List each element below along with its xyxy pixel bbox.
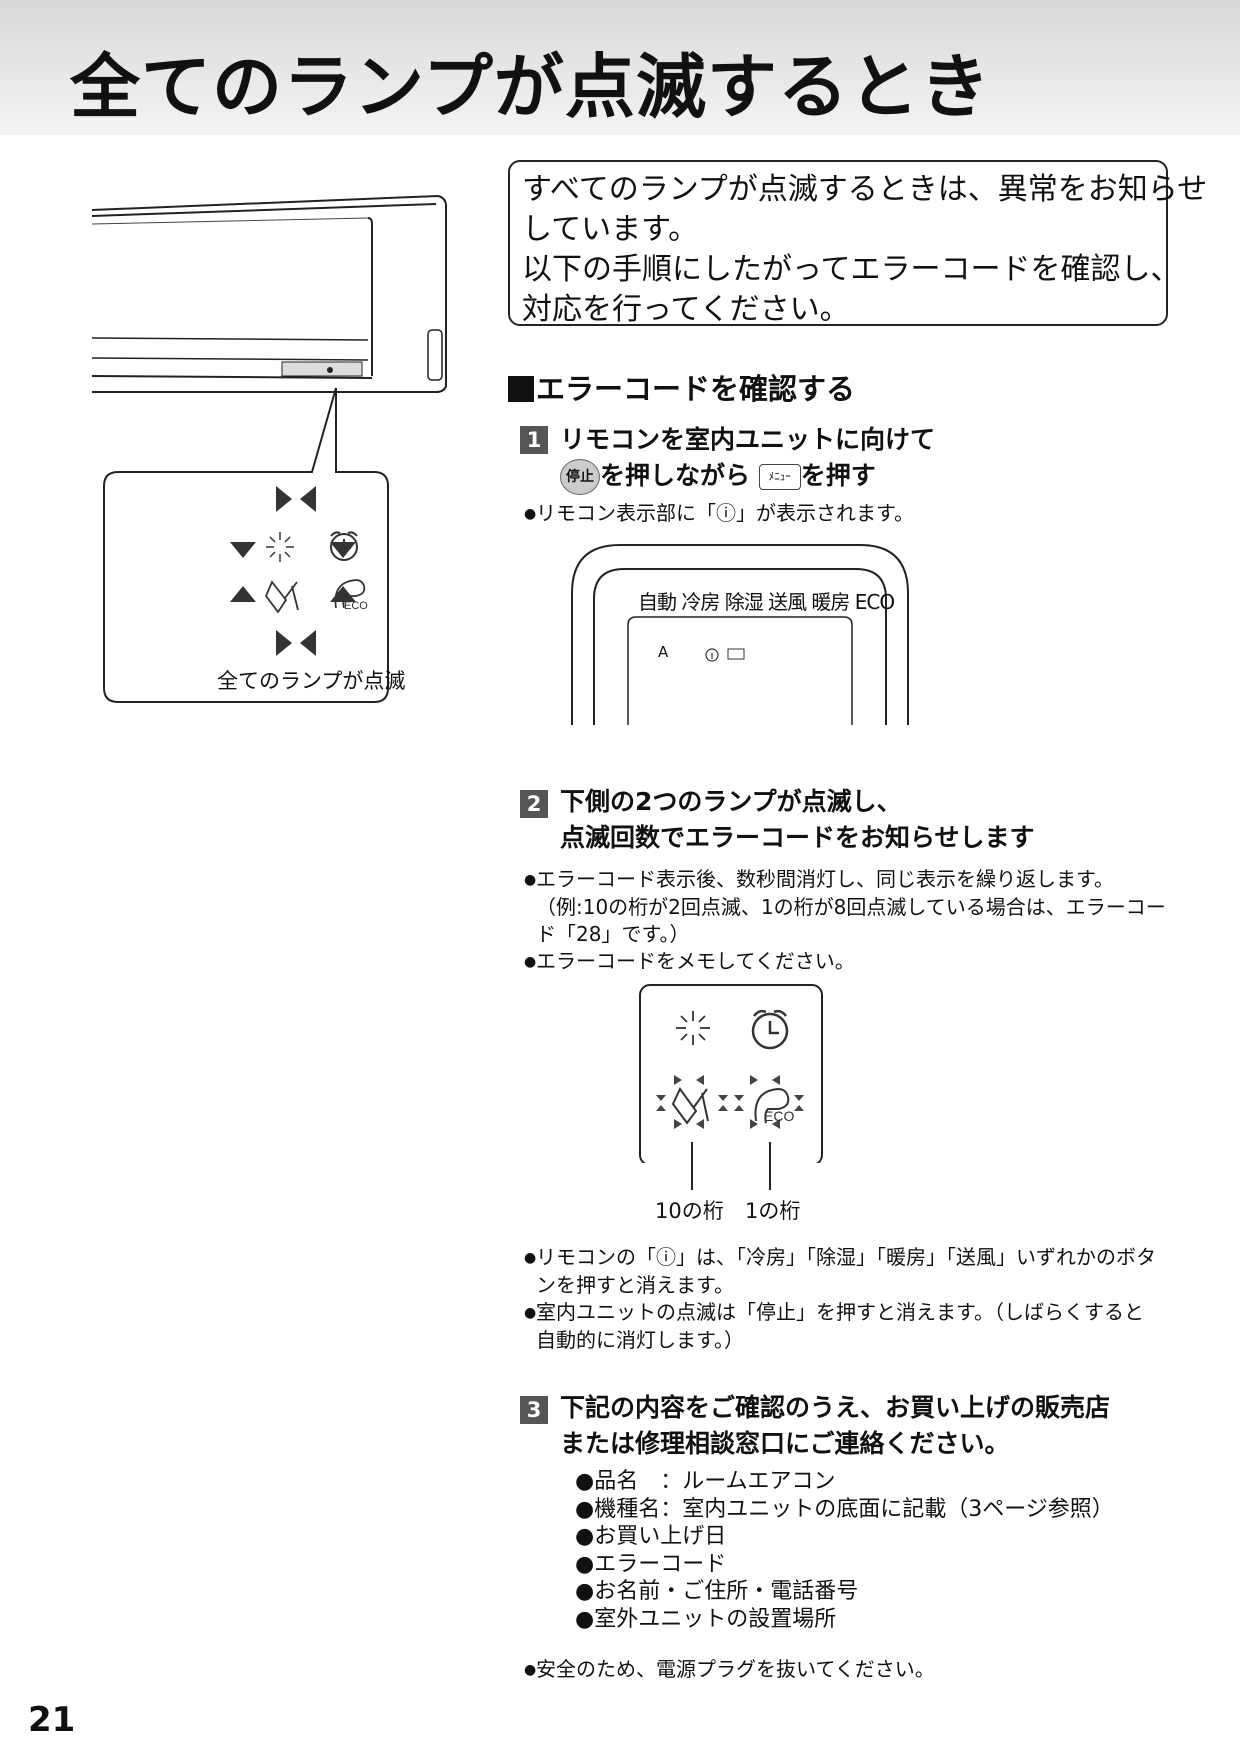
intro-box: すべてのランプが点滅するときは、異常をお知らせ しています。 以下の手順にしたが… [508, 160, 1207, 327]
contact-checklist: ●品名 ：ルームエアコン ●機種名：室内ユニットの底面に記載（3ページ参照） ●… [575, 1468, 1114, 1633]
step-3-text: 下記の内容をご確認のうえ、お買い上げの販売店 または修理相談窓口にご連絡ください… [560, 1393, 1111, 1458]
list-item: ●室外ユニットの設置場所 [575, 1606, 837, 1632]
step-2-number: 2 [520, 790, 548, 818]
safety-note: ●安全のため、電源プラグを抜いてください。 [524, 1657, 935, 1681]
remote-mode-labels: 自動 冷房 除湿 送風 暖房 ECO [638, 590, 895, 614]
indoor-unit-illustration: ECO [91, 194, 447, 703]
digit-pointer-lines [691, 1142, 771, 1190]
header-band [0, 0, 1240, 135]
section-title: エラーコードを確認する [508, 366, 855, 408]
label-ones-digit: 1の桁 [745, 1199, 801, 1223]
step-1-note: ●リモコン表示部に「ⓘ」が表示されます。 [524, 501, 914, 525]
list-item: ●お名前・ご住所・電話番号 [575, 1579, 859, 1604]
list-item: ●お買い上げ日 [575, 1524, 727, 1549]
page-number: 21 [28, 1700, 76, 1740]
lamp-panel-illustration: ECO [639, 984, 823, 1163]
page-title: 全てのランプが点滅するとき [70, 46, 991, 128]
list-item: ●品名 ：ルームエアコン [575, 1469, 836, 1494]
step-2-text: 下側の2つのランプが点滅し、 点滅回数でエラーコードをお知らせします [560, 787, 1035, 852]
label-tens-digit: 10の桁 [655, 1199, 724, 1223]
step-2-notes: ●エラーコード表示後、数秒間消灯し、同じ表示を繰り返します。 （例:10の桁が2… [524, 867, 1166, 973]
remote-indicator: A [658, 643, 669, 661]
eco-label: ECO [344, 600, 368, 612]
step-3-number: 3 [520, 1396, 548, 1424]
step-2-extra-notes: ●リモコンの「ⓘ」は、「冷房」「除湿」「暖房」「送風」いずれかのボタ ンを押すと… [524, 1245, 1156, 1352]
menu-button-icon: ﾒﾆｭｰ [758, 464, 801, 490]
list-item: ●機種名：室内ユニットの底面に記載（3ページ参照） [575, 1496, 1114, 1522]
list-item: ●エラーコード [575, 1551, 727, 1577]
eco-label-2: ECO [764, 1108, 794, 1124]
step-1-text: リモコンを室内ユニットに向けて 停止を押しながら ﾒﾆｭｰを押す [560, 422, 935, 495]
stop-button-icon: 停止 [560, 459, 600, 495]
remote-display-illustration [571, 544, 909, 725]
step-1-number: 1 [520, 426, 548, 454]
square-bullet-icon [508, 376, 534, 402]
unit-caption: 全てのランプが点滅 [217, 669, 406, 693]
